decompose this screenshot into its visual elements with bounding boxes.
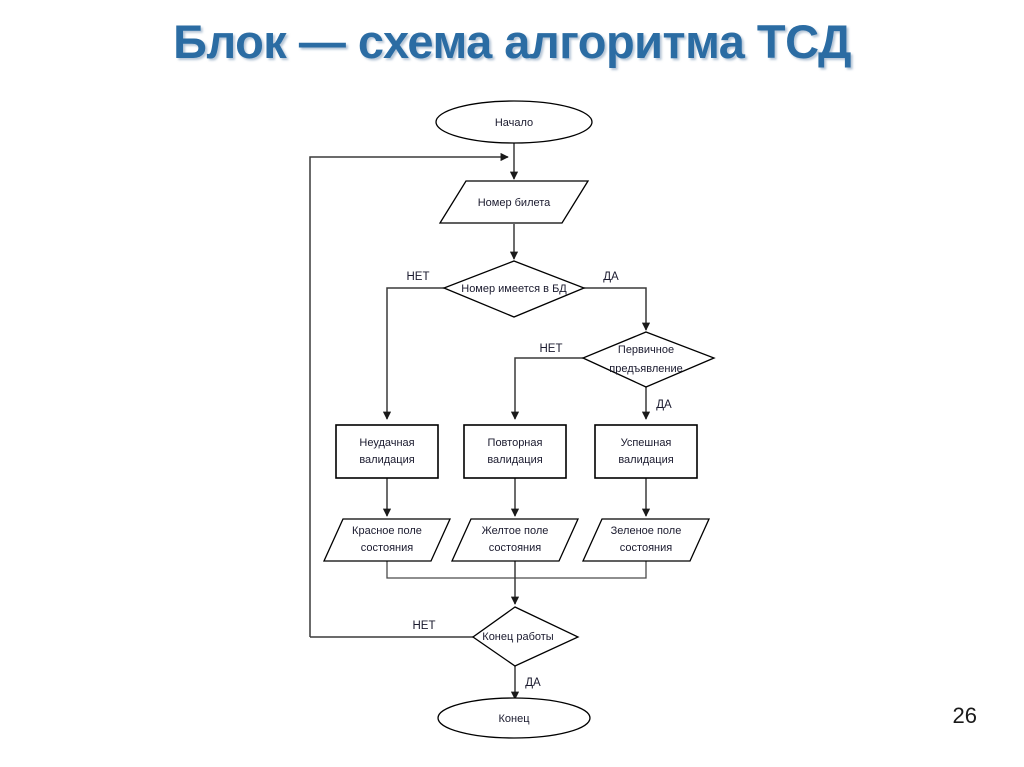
node-process-failed[interactable]: Неудачная валидация bbox=[335, 424, 439, 479]
connector-outputs-merge bbox=[386, 561, 647, 605]
node-output-red-label-line2: состояния bbox=[361, 542, 413, 554]
page-title: Блок — схема алгоритма ТСД bbox=[173, 15, 851, 68]
connector-db-no-to-failed bbox=[382, 287, 444, 420]
node-process-success[interactable]: Успешная валидация bbox=[594, 424, 698, 479]
node-output-yellow-label-line2: состояния bbox=[489, 542, 541, 554]
node-output-yellow-label-line1: Желтое поле bbox=[482, 525, 549, 537]
node-decision-first-show[interactable]: Первичное предъявление bbox=[581, 331, 716, 388]
connector-feedback-loop bbox=[309, 152, 509, 637]
node-process-failed-label-line2: валидация bbox=[359, 454, 414, 466]
branch-label-firstshow-yes: ДА bbox=[656, 399, 672, 411]
node-output-green-label-line2: состояния bbox=[620, 542, 672, 554]
node-process-success-label-line1: Успешная bbox=[621, 437, 672, 449]
node-process-failed-label-line1: Неудачная bbox=[359, 437, 414, 449]
node-output-red[interactable]: Красное поле состояния bbox=[322, 518, 452, 562]
node-decision-first-show-label-line2: предъявление bbox=[609, 363, 682, 375]
node-output-yellow[interactable]: Желтое поле состояния bbox=[450, 518, 580, 562]
node-output-red-label-line1: Красное поле bbox=[352, 525, 422, 537]
node-start-label: Начало bbox=[495, 117, 533, 129]
node-output-green-label-line1: Зеленое поле bbox=[611, 525, 682, 537]
node-process-repeat-label-line2: валидация bbox=[487, 454, 542, 466]
node-process-repeat-label-line1: Повторная bbox=[488, 437, 543, 449]
branch-label-db-yes: ДА bbox=[603, 271, 619, 283]
node-process-success-label-line2: валидация bbox=[618, 454, 673, 466]
node-decision-in-db-label: Номер имеется в БД bbox=[461, 283, 567, 295]
node-decision-end-work-label: Конец работы bbox=[482, 631, 554, 643]
node-start[interactable]: Начало bbox=[435, 100, 593, 144]
branch-label-endwork-yes: ДА bbox=[525, 677, 541, 689]
node-decision-end-work[interactable]: Конец работы bbox=[471, 606, 580, 667]
node-end[interactable]: Конец bbox=[437, 697, 591, 739]
node-decision-first-show-label-line1: Первичное bbox=[618, 344, 674, 356]
branch-label-db-no: НЕТ bbox=[407, 271, 430, 283]
node-decision-in-db[interactable]: Номер имеется в БД bbox=[442, 260, 586, 318]
connector-db-yes-to-firstshow bbox=[584, 287, 651, 331]
node-output-green[interactable]: Зеленое поле состояния bbox=[581, 518, 711, 562]
branch-label-firstshow-no: НЕТ bbox=[540, 343, 563, 355]
node-input-ticket-label: Номер билета bbox=[478, 197, 551, 209]
node-end-label: Конец bbox=[498, 713, 530, 725]
connector-firstshow-no-to-repeat bbox=[510, 357, 583, 420]
branch-label-endwork-no: НЕТ bbox=[413, 620, 436, 632]
node-input-ticket[interactable]: Номер билета bbox=[438, 180, 590, 224]
node-process-repeat[interactable]: Повторная валидация bbox=[463, 424, 567, 479]
page-number: 26 bbox=[952, 703, 977, 728]
